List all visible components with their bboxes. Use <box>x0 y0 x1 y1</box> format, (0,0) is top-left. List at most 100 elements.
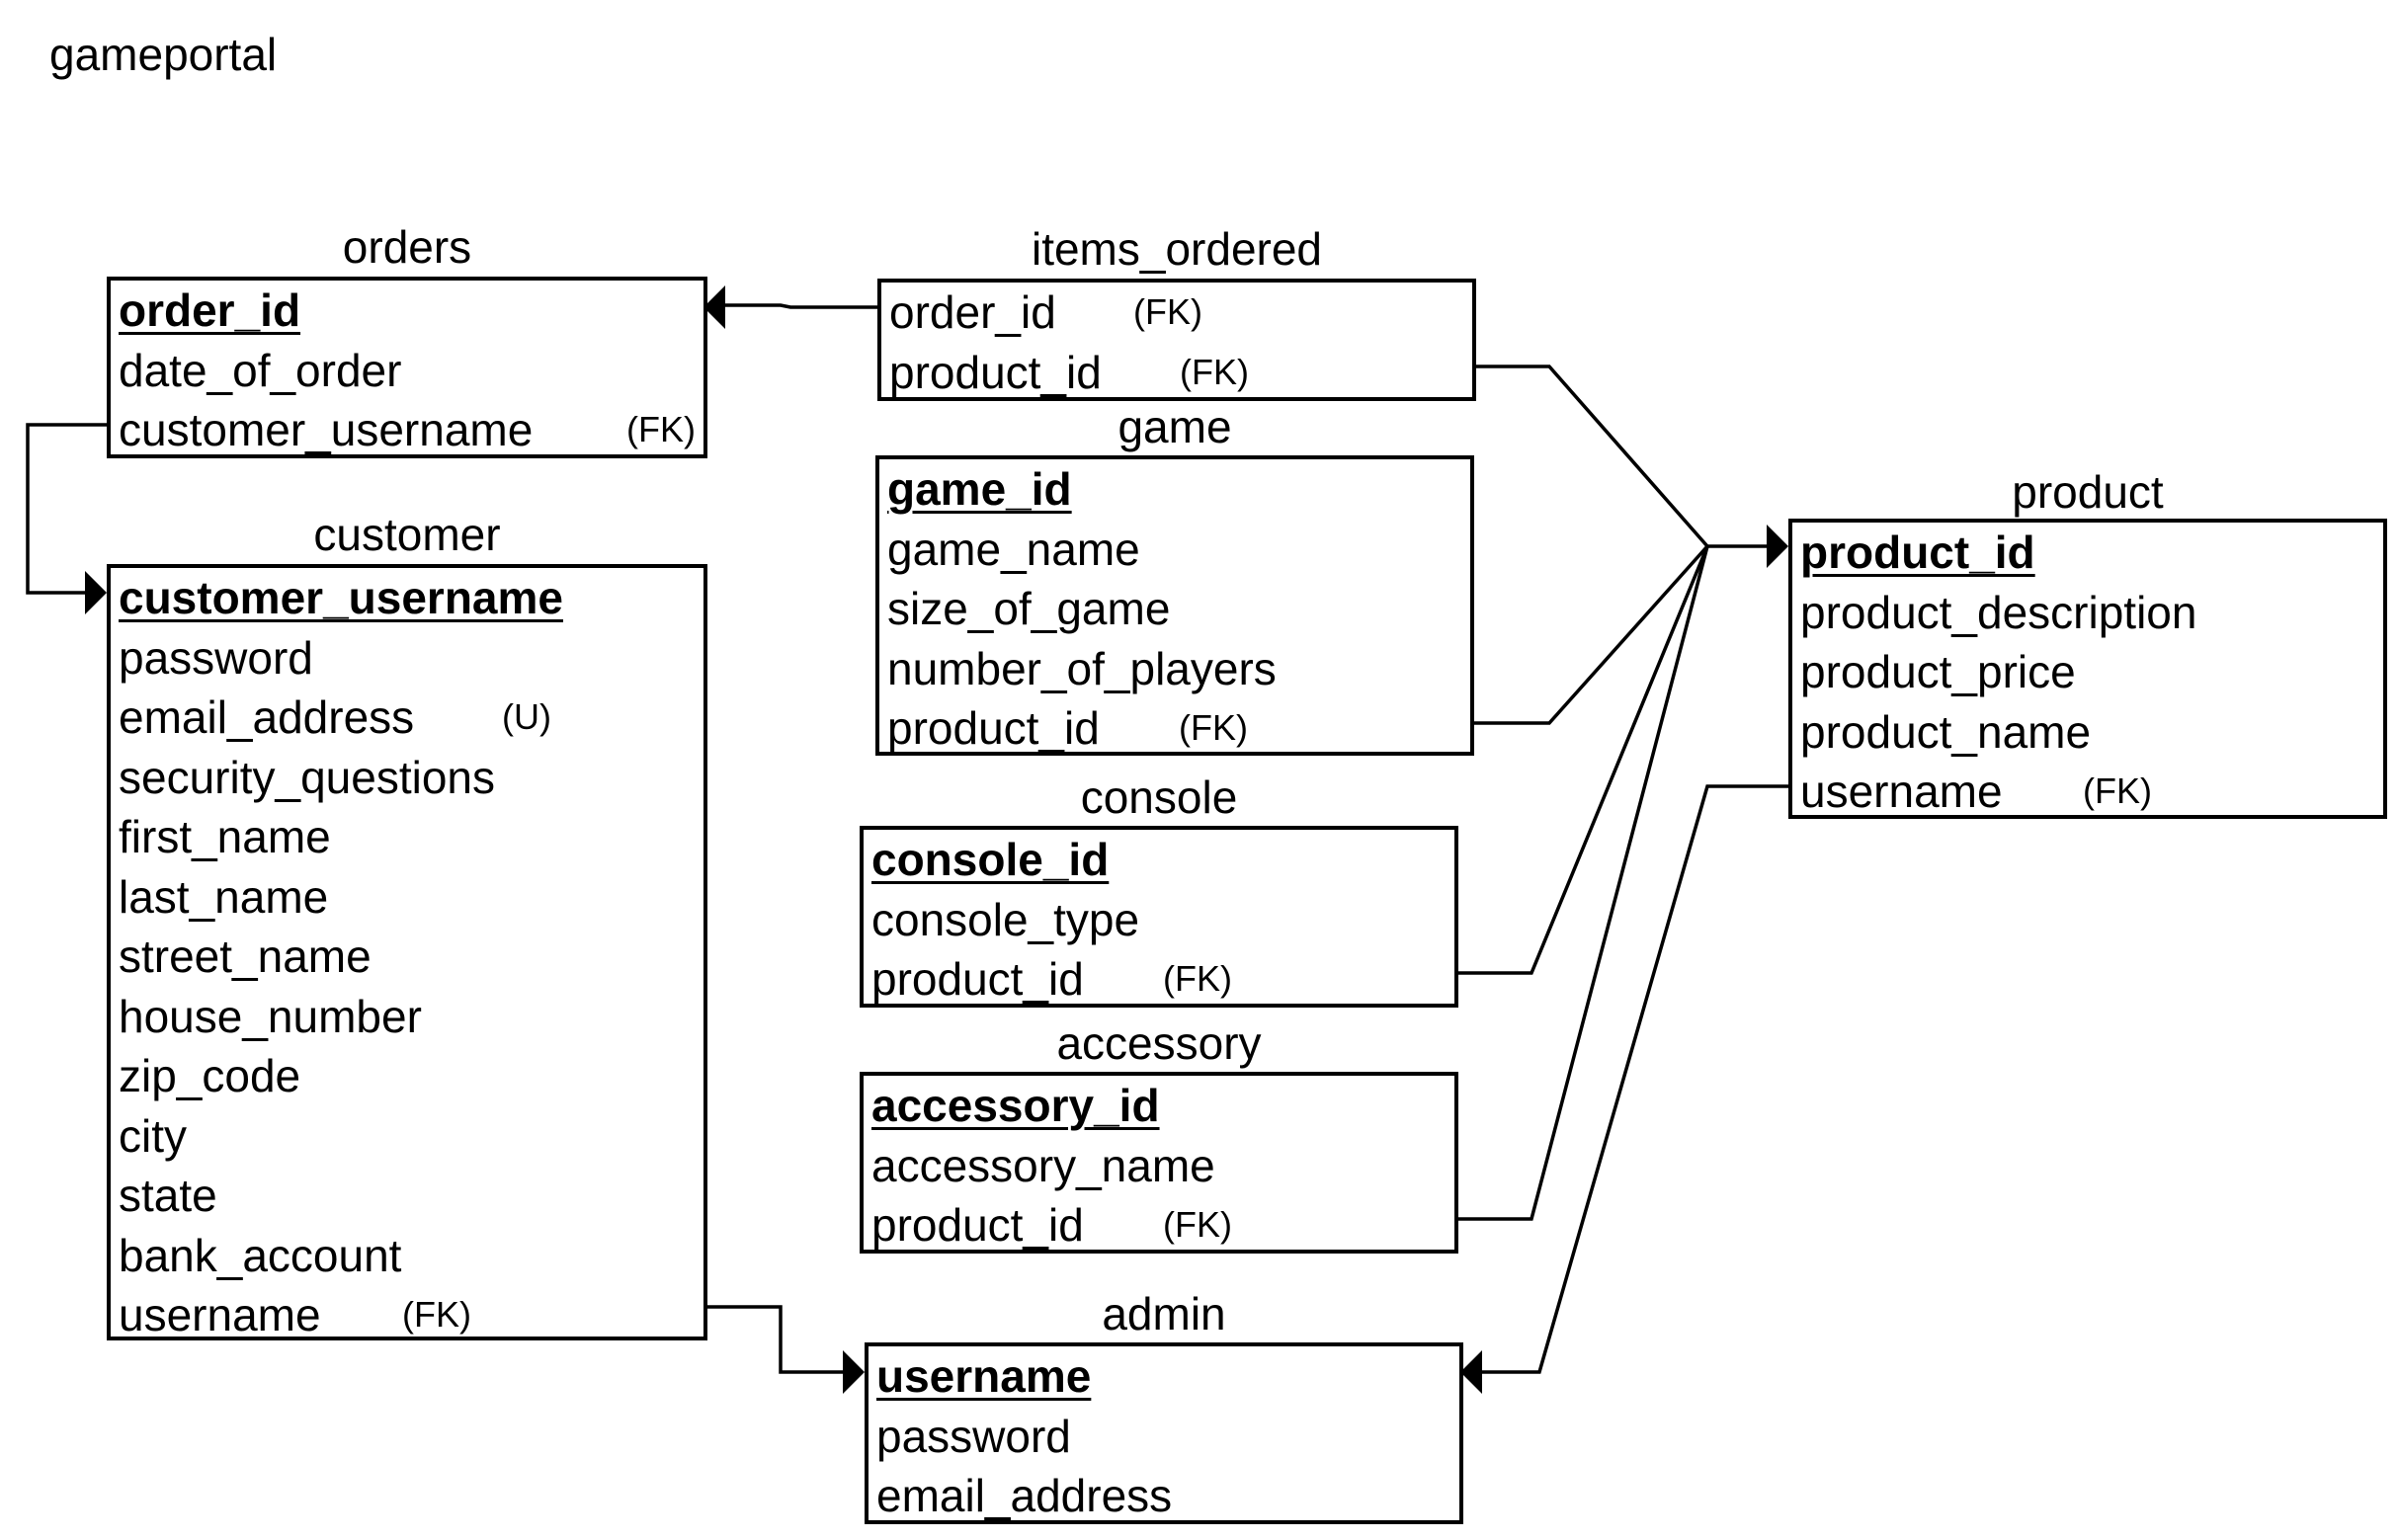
table-row: username (FK) <box>111 1285 703 1345</box>
items-ordered-table-name: items_ordered <box>1031 223 1323 275</box>
fk-tag: (FK) <box>1163 958 1232 999</box>
table-row: customer_username (FK) <box>111 400 703 460</box>
table-row: state <box>111 1166 703 1226</box>
field-name: username <box>119 1289 321 1340</box>
field-name: product_id <box>889 346 1102 398</box>
field-name: accessory_name <box>871 1139 1215 1191</box>
field-name: accessory_id <box>871 1080 1160 1131</box>
table-row: product_id (FK) <box>881 343 1472 403</box>
field-name: email_address <box>876 1470 1173 1521</box>
fk-tag: (FK) <box>1180 351 1249 392</box>
table-row: order_id (FK) <box>881 283 1472 343</box>
table-row: first_name <box>111 807 703 867</box>
table-row: email_address (U) <box>111 688 703 748</box>
field-name: number_of_players <box>887 642 1277 694</box>
console-table: console_id console_type product_id (FK) <box>860 826 1458 1008</box>
product-table: product_id product_description product_p… <box>1788 519 2387 819</box>
field-name: product_description <box>1800 586 2197 638</box>
table-row: product_id (FK) <box>864 949 1454 1010</box>
field-name: game_name <box>887 523 1140 575</box>
link-console-product <box>1456 545 1709 975</box>
field-name: product_id <box>871 953 1084 1005</box>
link-product-admin <box>1476 784 1788 1374</box>
field-name: console_type <box>871 893 1140 945</box>
field-name: house_number <box>119 990 422 1042</box>
table-row: date_of_order <box>111 341 703 401</box>
table-row: house_number <box>111 987 703 1047</box>
link-items-orders <box>713 303 877 309</box>
field-name: email_address <box>119 691 415 743</box>
fk-tag: (FK) <box>626 409 696 449</box>
table-row: product_id (FK) <box>864 1195 1454 1256</box>
field-name: first_name <box>119 811 331 862</box>
table-row: password <box>869 1407 1459 1467</box>
table-row: username(FK) <box>1792 762 2383 822</box>
table-row: console_type <box>864 890 1454 950</box>
field-name: size_of_game <box>887 583 1171 634</box>
field-name: order_id <box>889 286 1056 338</box>
field-name: customer_username <box>119 572 563 623</box>
link-accessory-product <box>1456 545 1709 1221</box>
admin-table-name: admin <box>1102 1288 1226 1339</box>
field-name: product_price <box>1800 646 2076 697</box>
table-row: game_name <box>879 520 1470 580</box>
table-row: security_questions <box>111 748 703 808</box>
game-table: game_id game_name size_of_game number_of… <box>875 455 1474 756</box>
fk-tag: (FK) <box>402 1294 471 1335</box>
table-row: product_id <box>1792 523 2383 583</box>
field-name: last_name <box>119 870 329 923</box>
field-name: console_id <box>871 834 1110 885</box>
field-name: product_id <box>887 702 1100 754</box>
orders-table-name: orders <box>342 221 472 273</box>
table-row: game_id <box>879 459 1470 520</box>
field-name: city <box>119 1109 187 1162</box>
arrowhead-customer <box>85 571 107 614</box>
field-name: customer_username <box>119 404 534 455</box>
table-row: street_name <box>111 927 703 987</box>
table-row: last_name <box>111 867 703 928</box>
field-name: zip_code <box>119 1050 301 1101</box>
table-row: accessory_id <box>864 1076 1454 1136</box>
link-orders-customer <box>26 423 107 595</box>
field-name: order_id <box>119 284 301 336</box>
table-row: city <box>111 1106 703 1167</box>
product-table-name: product <box>2012 466 2164 518</box>
table-row: customer_username <box>111 568 703 628</box>
admin-table: username password email_address <box>865 1342 1463 1524</box>
field-name: product_id <box>871 1199 1084 1251</box>
items-ordered-table: order_id (FK) product_id (FK) <box>877 279 1476 401</box>
accessory-table-name: accessory <box>1056 1017 1262 1069</box>
table-row: console_id <box>864 830 1454 890</box>
table-row: size_of_game <box>879 579 1470 639</box>
accessory-table: accessory_id accessory_name product_id (F… <box>860 1072 1458 1254</box>
game-table-name: game <box>1117 401 1232 452</box>
arrowhead-admin-right <box>1460 1350 1482 1394</box>
field-name: game_id <box>887 463 1072 515</box>
field-name: state <box>119 1170 217 1221</box>
table-row: product_id (FK) <box>879 698 1470 759</box>
field-name: username <box>876 1350 1092 1402</box>
customer-table: customer_username password email_address… <box>107 564 707 1340</box>
field-name: password <box>876 1410 1071 1462</box>
field-name: bank_account <box>119 1229 402 1281</box>
table-row: password <box>111 628 703 689</box>
customer-table-name: customer <box>313 509 501 560</box>
unique-tag: (U) <box>502 696 551 737</box>
table-row: product_description <box>1792 583 2383 643</box>
link-game-product <box>1472 544 1709 725</box>
link-items-product <box>1472 365 1709 548</box>
table-row: email_address <box>869 1466 1459 1526</box>
fk-tag: (FK) <box>1163 1204 1232 1245</box>
table-row: number_of_players <box>879 639 1470 699</box>
orders-table: order_id date_of_order customer_username… <box>107 277 707 458</box>
fk-tag: (FK) <box>1133 291 1202 332</box>
table-row: username <box>869 1346 1459 1407</box>
fk-tag: (FK) <box>1179 707 1248 748</box>
table-row: bank_account <box>111 1226 703 1286</box>
table-row: product_price <box>1792 642 2383 702</box>
field-name: username <box>1800 766 2003 817</box>
console-table-name: console <box>1080 771 1238 823</box>
link-customer-admin <box>704 1305 850 1374</box>
arrowhead-orders <box>703 285 725 329</box>
